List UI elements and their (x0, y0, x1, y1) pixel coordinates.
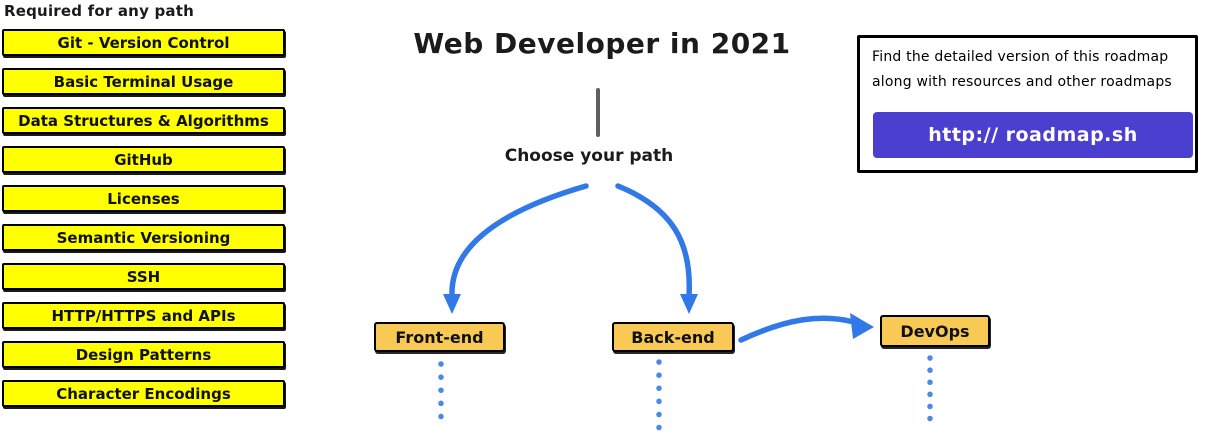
info-line-1: Find the detailed version of this roadma… (872, 49, 1169, 65)
required-heading: Required for any path (4, 2, 194, 20)
choose-your-path-label: Choose your path (504, 146, 674, 166)
topic-licenses[interactable]: Licenses (2, 185, 285, 212)
roadmap-url-button[interactable]: http:// roadmap.sh (873, 112, 1193, 158)
topic-design-patterns[interactable]: Design Patterns (2, 341, 285, 368)
info-line-2: along with resources and other roadmaps (872, 74, 1172, 90)
arrowhead-devops (850, 313, 874, 339)
page-title: Web Developer in 2021 (413, 27, 791, 60)
arrowhead-back-end (680, 294, 698, 314)
node-devops[interactable]: DevOps (880, 315, 990, 347)
node-back-end[interactable]: Back-end (612, 322, 734, 352)
topic-character-encodings[interactable]: Character Encodings (2, 380, 285, 407)
topic-github[interactable]: GitHub (2, 146, 285, 173)
topic-git-version-control[interactable]: Git - Version Control (2, 29, 285, 56)
arrow-backend-to-devops (738, 315, 857, 343)
arrowhead-front-end (443, 294, 461, 314)
topic-http-https-apis[interactable]: HTTP/HTTPS and APIs (2, 302, 285, 329)
required-for-any-path-section: Required for any path Git - Version Cont… (2, 2, 287, 419)
info-box: Find the detailed version of this roadma… (857, 35, 1198, 173)
stem-line (596, 88, 600, 137)
arrow-to-front-end (449, 183, 589, 299)
arrow-to-back-end (615, 183, 693, 299)
topic-basic-terminal-usage[interactable]: Basic Terminal Usage (2, 68, 285, 95)
topic-data-structures-algorithms[interactable]: Data Structures & Algorithms (2, 107, 285, 134)
topic-ssh[interactable]: SSH (2, 263, 285, 290)
node-front-end[interactable]: Front-end (374, 322, 505, 352)
topic-semantic-versioning[interactable]: Semantic Versioning (2, 224, 285, 251)
